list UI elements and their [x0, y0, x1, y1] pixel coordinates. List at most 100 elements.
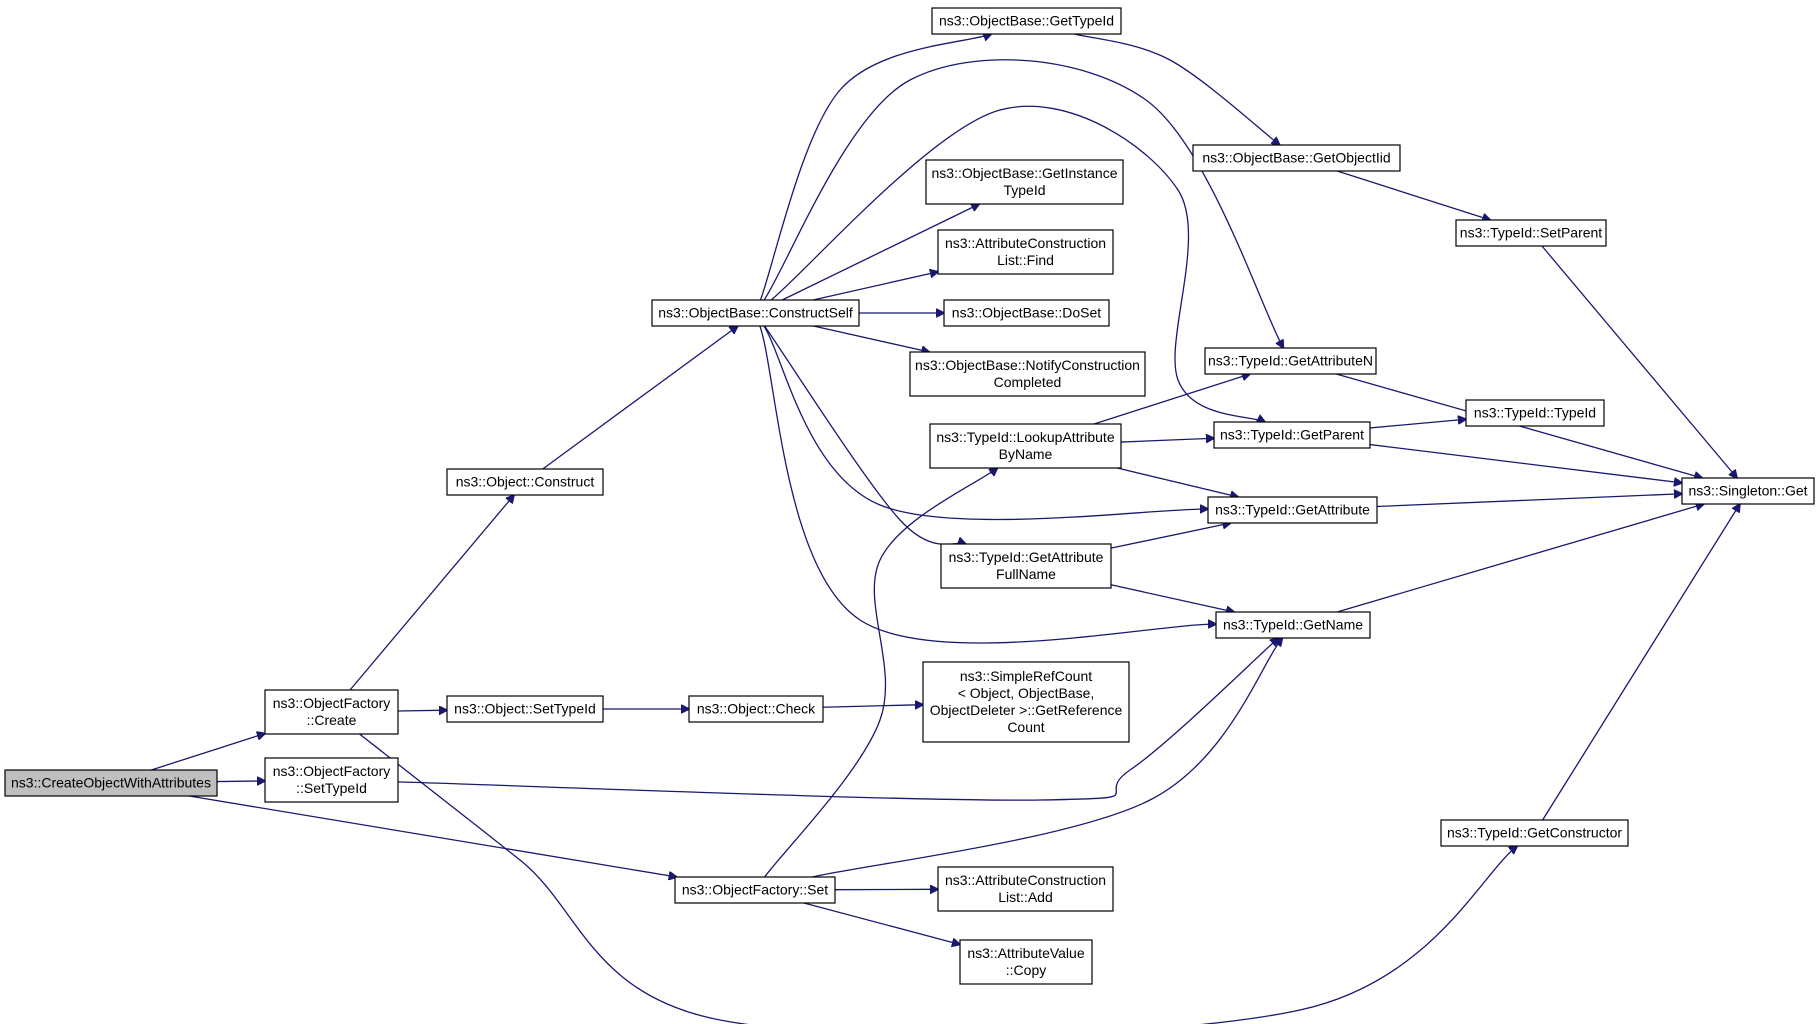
- edge-tidSetParent-to-singletonGet: [1541, 245, 1737, 478]
- node-tidGetConstructor[interactable]: ns3::TypeId::GetConstructor: [1440, 819, 1629, 847]
- node-box[interactable]: [931, 7, 1122, 35]
- node-box[interactable]: [1465, 399, 1605, 427]
- node-box[interactable]: [929, 423, 1122, 469]
- node-obNotify[interactable]: ns3::ObjectBase::NotifyConstructionCompl…: [909, 351, 1146, 397]
- edge-obGetObjectIid-to-tidSetParent: [1336, 170, 1490, 220]
- node-box[interactable]: [688, 695, 824, 723]
- node-singletonGet[interactable]: ns3::Singleton::Get: [1681, 477, 1815, 505]
- node-box[interactable]: [1440, 819, 1629, 847]
- node-avCopy[interactable]: ns3::AttributeValue::Copy: [959, 939, 1093, 985]
- node-label: ::Create: [307, 712, 357, 728]
- node-box[interactable]: [943, 299, 1110, 327]
- node-box[interactable]: [446, 695, 604, 723]
- node-label: ns3::Object::Check: [697, 701, 816, 717]
- node-label: ns3::Object::Construct: [456, 474, 595, 490]
- node-objConstruct[interactable]: ns3::Object::Construct: [446, 468, 604, 496]
- edge-createObj-to-ofSetTypeId: [216, 781, 265, 782]
- edge-createObj-to-ofSet: [189, 795, 677, 877]
- edge-tidGetAttr-to-singletonGet: [1376, 494, 1682, 508]
- node-label: ns3::TypeId::TypeId: [1474, 405, 1596, 421]
- node-label: ns3::TypeId::GetConstructor: [1447, 825, 1622, 841]
- node-label: ns3::ObjectFactory::Set: [682, 882, 828, 898]
- node-label: TypeId: [1003, 182, 1045, 198]
- node-tidGetAttrN[interactable]: ns3::TypeId::GetAttributeN: [1204, 347, 1377, 375]
- node-box[interactable]: [1207, 496, 1378, 524]
- node-box[interactable]: [1215, 611, 1371, 639]
- node-box[interactable]: [925, 159, 1124, 205]
- node-obGetTypeId[interactable]: ns3::ObjectBase::GetTypeId: [931, 7, 1122, 35]
- edge-tidGetAttrFull-to-tidGetName: [1110, 584, 1234, 612]
- node-label: List::Find: [997, 252, 1054, 268]
- node-objCheck[interactable]: ns3::Object::Check: [688, 695, 824, 723]
- edge-tidLookup-to-tidGetParent: [1120, 438, 1214, 442]
- edge-ofCreate-to-tidGetConstructor: [359, 733, 1518, 1024]
- edge-tidGetParent-to-singletonGet: [1369, 443, 1682, 483]
- node-objSetTypeId[interactable]: ns3::Object::SetTypeId: [446, 695, 604, 723]
- node-obConstructSelf[interactable]: ns3::ObjectBase::ConstructSelf: [651, 299, 860, 327]
- node-label: ns3::ObjectFactory: [273, 695, 391, 711]
- edge-ofCreate-to-objConstruct: [349, 495, 514, 691]
- edge-obConstructSelf-to-aclFind: [812, 272, 938, 301]
- node-box[interactable]: [4, 769, 218, 797]
- node-box[interactable]: [1455, 219, 1607, 247]
- node-label: Count: [1007, 719, 1044, 735]
- edge-ofSet-to-tidLookup: [764, 468, 998, 878]
- node-label: ::SetTypeId: [296, 780, 367, 796]
- node-box[interactable]: [940, 543, 1112, 589]
- node-tidGetParent[interactable]: ns3::TypeId::GetParent: [1213, 421, 1371, 449]
- node-label: ns3::Singleton::Get: [1688, 483, 1807, 499]
- edge-ofSet-to-tidGetName: [811, 638, 1282, 878]
- edge-tidGetAttrFull-to-tidGetAttr: [1110, 523, 1231, 549]
- node-label: ns3::AttributeValue: [967, 945, 1084, 961]
- node-label: ns3::AttributeConstruction: [945, 235, 1106, 251]
- node-tidGetAttr[interactable]: ns3::TypeId::GetAttribute: [1207, 496, 1378, 524]
- node-box[interactable]: [922, 661, 1130, 743]
- node-box[interactable]: [264, 689, 399, 735]
- node-box[interactable]: [1204, 347, 1377, 375]
- edge-obGetTypeId-to-obGetObjectIid: [1074, 33, 1279, 145]
- node-box[interactable]: [959, 939, 1093, 985]
- node-box[interactable]: [1213, 421, 1371, 449]
- node-label: List::Add: [998, 889, 1052, 905]
- node-box[interactable]: [909, 351, 1146, 397]
- node-box[interactable]: [1192, 144, 1401, 172]
- node-tidGetName[interactable]: ns3::TypeId::GetName: [1215, 611, 1371, 639]
- node-label: FullName: [996, 566, 1056, 582]
- node-obGetObjectIid[interactable]: ns3::ObjectBase::GetObjectIid: [1192, 144, 1401, 172]
- node-box[interactable]: [651, 299, 860, 327]
- node-tidTypeId[interactable]: ns3::TypeId::TypeId: [1465, 399, 1605, 427]
- node-simpleRef[interactable]: ns3::SimpleRefCount< Object, ObjectBase,…: [922, 661, 1130, 743]
- node-box[interactable]: [446, 468, 604, 496]
- node-box[interactable]: [674, 876, 836, 904]
- node-box[interactable]: [937, 229, 1114, 275]
- edge-obConstructSelf-to-tidGetAttr: [763, 325, 1208, 521]
- node-label: ns3::ObjectBase::ConstructSelf: [658, 305, 853, 321]
- edge-tidLookup-to-tidGetAttr: [1117, 467, 1238, 497]
- node-createObj[interactable]: ns3::CreateObjectWithAttributes: [4, 769, 218, 797]
- node-ofSetTypeId[interactable]: ns3::ObjectFactory::SetTypeId: [264, 757, 399, 803]
- edge-obConstructSelf-to-obGetInstanceTypeId: [781, 204, 979, 301]
- node-ofCreate[interactable]: ns3::ObjectFactory::Create: [264, 689, 399, 735]
- edge-layer: [151, 34, 1740, 1024]
- node-box[interactable]: [937, 866, 1114, 912]
- node-label: ns3::CreateObjectWithAttributes: [11, 775, 211, 791]
- node-label: ns3::TypeId::GetAttributeN: [1208, 353, 1373, 369]
- edge-createObj-to-ofCreate: [151, 733, 265, 771]
- node-box[interactable]: [264, 757, 399, 803]
- node-label: ns3::TypeId::GetName: [1223, 617, 1363, 633]
- node-label: ns3::TypeId::SetParent: [1460, 225, 1603, 241]
- node-obDoSet[interactable]: ns3::ObjectBase::DoSet: [943, 299, 1110, 327]
- node-tidSetParent[interactable]: ns3::TypeId::SetParent: [1455, 219, 1607, 247]
- node-label: ns3::AttributeConstruction: [945, 872, 1106, 888]
- node-ofSet[interactable]: ns3::ObjectFactory::Set: [674, 876, 836, 904]
- node-label: ns3::TypeId::LookupAttribute: [936, 429, 1114, 445]
- node-label: ObjectDeleter >::GetReference: [930, 702, 1123, 718]
- edge-tidGetConstructor-to-singletonGet: [1542, 504, 1740, 821]
- node-box[interactable]: [1681, 477, 1815, 505]
